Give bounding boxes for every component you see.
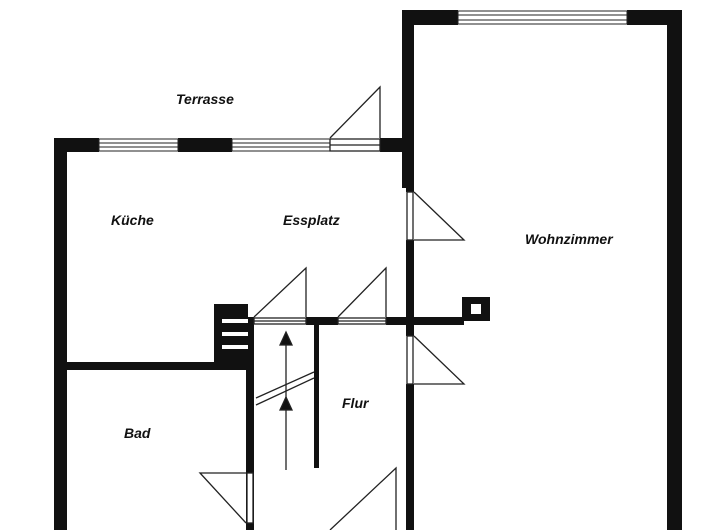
- wall-bath-top: [67, 362, 253, 370]
- arrow-up-icon: [278, 395, 294, 411]
- door-entrance: [329, 466, 397, 530]
- wall-living-right: [667, 10, 682, 530]
- label-terrace: Terrasse: [176, 91, 234, 107]
- wall-dining-living-a: [406, 150, 414, 192]
- wall-living-top-left: [402, 10, 458, 25]
- wall-hall-top-a: [246, 317, 254, 325]
- wall-stair: [314, 325, 319, 468]
- door-dining-living: [406, 191, 466, 241]
- doors: [198, 85, 466, 530]
- stair-steps: [222, 319, 248, 349]
- door-hall-living: [406, 335, 466, 385]
- wall-dining-living-b: [406, 240, 414, 336]
- wall-bath-hall: [246, 325, 254, 530]
- arrow-up-icon: [278, 330, 294, 346]
- window-kitchen: [98, 138, 179, 152]
- chimney-flue: [471, 304, 481, 314]
- label-living: Wohnzimmer: [525, 231, 614, 247]
- label-bath: Bad: [124, 425, 151, 441]
- door-bath: [198, 472, 254, 524]
- window-living-top: [457, 10, 628, 25]
- window-dining: [231, 138, 331, 152]
- wall-hall-top-b: [306, 317, 338, 325]
- wall-left: [54, 138, 67, 530]
- wall-hall-top-c: [386, 317, 464, 325]
- door-dining-stair: [253, 266, 307, 325]
- label-dining: Essplatz: [283, 212, 340, 228]
- wall-kitchen-top-b: [178, 138, 232, 152]
- wall-dining-living-c: [406, 384, 414, 530]
- door-dining-hall: [337, 266, 387, 325]
- windows: [98, 10, 628, 152]
- label-hall: Flur: [342, 395, 370, 411]
- door-terrace: [329, 85, 381, 152]
- stair-direction: [255, 330, 315, 470]
- exterior-walls: [54, 10, 682, 530]
- wall-kitchen-top-c: [380, 138, 414, 152]
- interior-walls: [67, 150, 490, 530]
- label-kitchen: Küche: [111, 212, 154, 228]
